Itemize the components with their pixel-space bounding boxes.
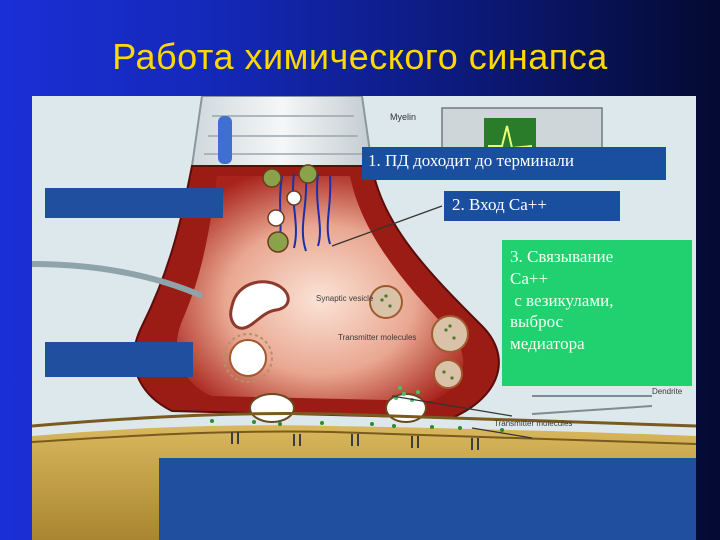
step-3-line-3: с везикулами, [510,290,614,310]
synaptic-vesicle-label: Synaptic vesicle [316,294,374,303]
dendrite-label: Dendrite [652,387,683,396]
step-3-line-2: Са++ [510,268,549,288]
myelin-label: Myelin [390,112,416,122]
transmitter-molecules-label-2: Transmitter molecules [494,419,572,428]
transmitter-molecules-label: Transmitter molecules [338,333,416,342]
step-1-label: 1. ПД доходит до терминали [362,147,666,180]
label-cover-left-top [45,188,223,218]
step-3-line-4: выброс [510,312,564,332]
step-2-label: 2. Вход Са++ [444,191,620,221]
step-3-line-1: 3. Связывание [510,247,614,266]
label-cover-bottom [159,458,696,540]
step-3-label: 3. Связывание Са++ с везикулами, выброс … [502,240,692,386]
step-3-line-5: медиатора [510,334,585,353]
label-cover-left-mid [45,342,193,377]
slide-title: Работа химического синапса [112,36,608,77]
